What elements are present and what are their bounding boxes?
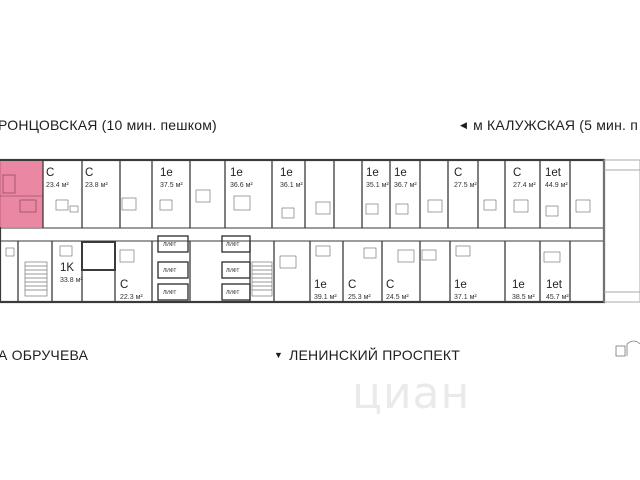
- triangle-down-icon: ▼: [274, 350, 284, 360]
- lift-label: ЛИФТ: [226, 242, 239, 248]
- top-unit-labels: C 23.4 м² C 23.8 м² 1e 37.5 м² 1e 36.6 м² 1e 36.1…: [46, 167, 568, 189]
- top-unit-area-8: 27.4 м²: [513, 182, 536, 189]
- top-unit-area-0: 23.4 м²: [46, 182, 69, 189]
- bottom-unit-area-2: 39.1 м²: [314, 294, 337, 301]
- top-unit-area-1: 23.8 м²: [85, 182, 108, 189]
- top-row-walls: [42, 160, 571, 228]
- top-unit-type-0: C: [46, 167, 54, 179]
- selected-apartment-furniture: [0, 174, 43, 213]
- top-unit-area-2: 37.5 м²: [160, 182, 183, 189]
- top-unit-type-1: C: [85, 167, 93, 179]
- top-unit-type-3: 1e: [230, 167, 243, 179]
- top-unit-type-5: 1e: [366, 167, 379, 179]
- bottom-unit-area-3: 25.3 м²: [348, 294, 371, 301]
- staircase-right: [251, 261, 273, 297]
- top-unit-area-3: 36.6 м²: [230, 182, 253, 189]
- bottom-unit-type-5: 1e: [454, 279, 467, 291]
- street-label-bottom-center: ▼ЛЕНИНСКИЙ ПРОСПЕКТ: [274, 347, 460, 363]
- building-outline: [0, 158, 640, 304]
- bottom-unit-type-0: 1K: [60, 262, 74, 274]
- top-unit-type-8: C: [513, 167, 521, 179]
- watermark: циан: [352, 368, 471, 419]
- top-unit-type-9: 1et: [545, 167, 562, 179]
- lift-label: ЛИФТ: [163, 268, 176, 274]
- bottom-unit-type-7: 1et: [546, 279, 563, 291]
- bottom-unit-area-7: 45.7 м²: [546, 294, 569, 301]
- exit-icon: [615, 340, 640, 357]
- bottom-unit-type-2: 1e: [314, 279, 327, 291]
- bottom-unit-labels: 1K 33.8 м² C 22.3 м² 1e 39.1 м² C 25.3 м² C 24.5 …: [60, 262, 569, 301]
- selected-apartment[interactable]: [0, 161, 43, 227]
- bottom-unit-type-3: C: [348, 279, 356, 291]
- street-label-top-right: ◀м КАЛУЖСКАЯ (5 мин. п: [460, 117, 638, 133]
- bottom-unit-area-0: 33.8 м²: [60, 277, 83, 284]
- top-unit-area-7: 27.5 м²: [454, 182, 477, 189]
- bottom-unit-area-1: 22.3 м²: [120, 294, 143, 301]
- lift-label: ЛИФТ: [226, 268, 239, 274]
- top-unit-area-4: 36.1 м²: [280, 182, 303, 189]
- bottom-unit-type-4: C: [386, 279, 394, 291]
- street-label-top-left: РОНЦОВСКАЯ (10 мин. пешком): [0, 117, 217, 133]
- lift-core: [157, 235, 251, 301]
- bottom-unit-area-5: 37.1 м²: [454, 294, 477, 301]
- staircase-left: [24, 261, 48, 297]
- triangle-left-icon: ◀: [460, 120, 468, 130]
- shaft: [81, 241, 116, 271]
- top-unit-type-6: 1e: [394, 167, 407, 179]
- top-unit-type-7: C: [454, 167, 462, 179]
- top-unit-area-9: 44.9 м²: [545, 182, 568, 189]
- bathroom-fixtures: [5, 189, 591, 269]
- lift-label: ЛИФТ: [226, 290, 239, 296]
- top-unit-type-4: 1e: [280, 167, 293, 179]
- bottom-unit-type-6: 1e: [512, 279, 525, 291]
- bottom-unit-area-6: 38.5 м²: [512, 294, 535, 301]
- street-label-bottom-left: А ОБРУЧЕВА: [0, 347, 89, 363]
- top-unit-area-6: 36.7 м²: [394, 182, 417, 189]
- lift-label: ЛИФТ: [163, 242, 176, 248]
- top-unit-type-2: 1e: [160, 167, 173, 179]
- lift-label: ЛИФТ: [163, 290, 176, 296]
- bottom-row-walls: [17, 241, 571, 302]
- bottom-unit-type-1: C: [120, 279, 128, 291]
- top-unit-area-5: 35.1 м²: [366, 182, 389, 189]
- bottom-unit-area-4: 24.5 м²: [386, 294, 409, 301]
